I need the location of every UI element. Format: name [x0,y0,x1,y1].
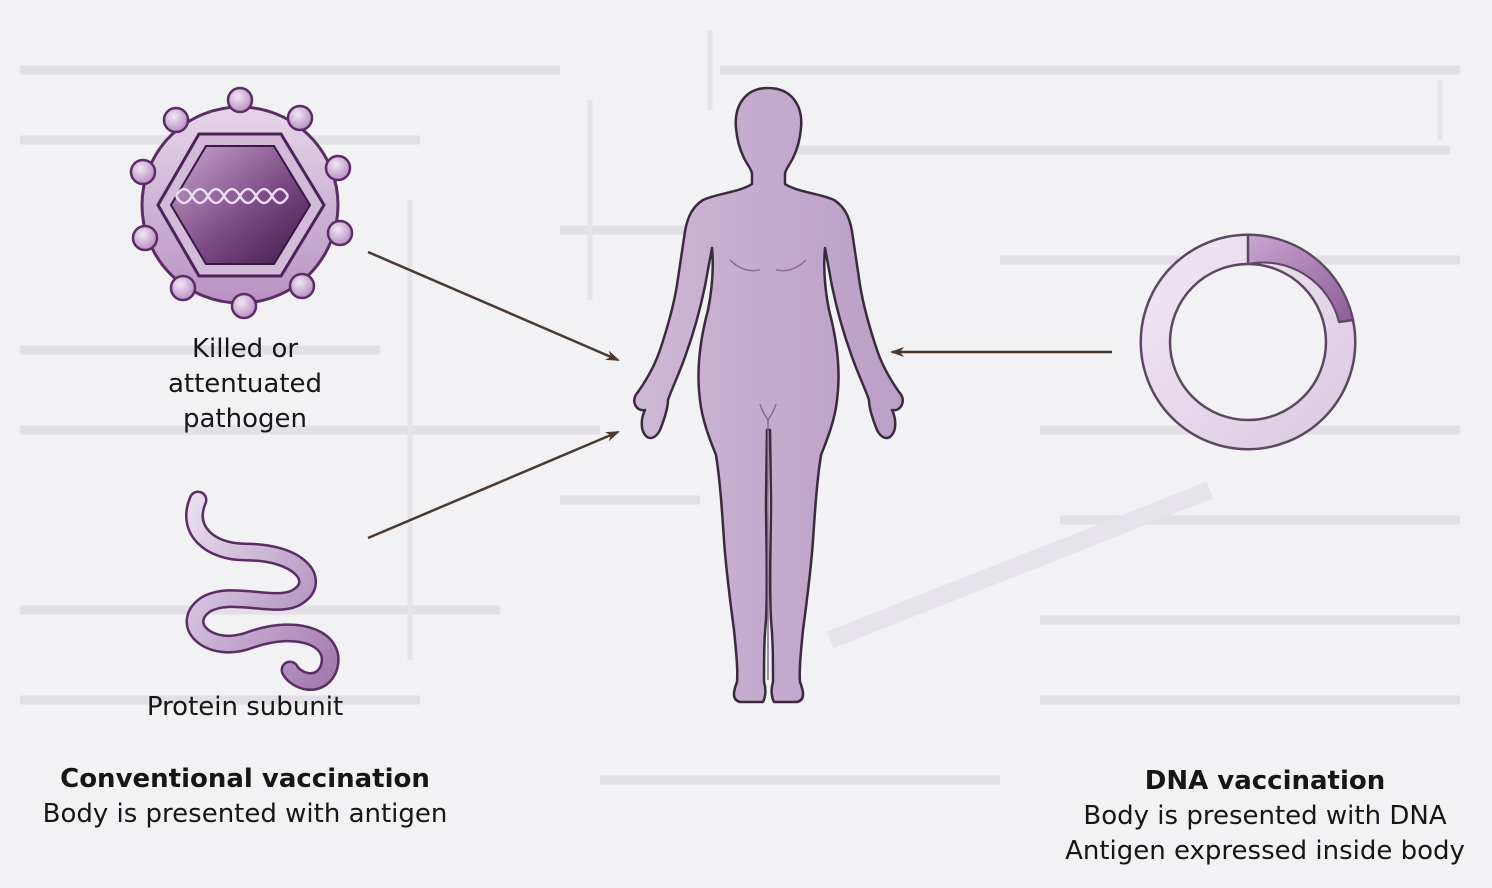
conventional-vaccination-caption: Conventional vaccination Body is present… [10,762,480,832]
conventional-vaccination-subtitle: Body is presented with antigen [10,797,480,832]
pathogen-label-line-3: pathogen [140,402,350,437]
plasmid-dna-icon [1141,235,1355,449]
conventional-vaccination-title: Conventional vaccination [10,762,480,797]
pathogen-label-line-1: Killed or [140,332,350,367]
protein-subunit-icon [195,500,331,682]
protein-subunit-label: Protein subunit [100,690,390,725]
pathogen-virus-icon [131,88,352,318]
human-body-icon [634,88,902,702]
pathogen-label-line-2: attentuated [140,367,350,402]
dna-vaccination-line-1: Body is presented with DNA [1045,799,1485,834]
pathogen-label: Killed or attentuated pathogen [140,332,350,437]
arrow-protein-to-body [368,432,618,538]
dna-vaccination-title: DNA vaccination [1045,764,1485,799]
dna-vaccination-caption: DNA vaccination Body is presented with D… [1045,764,1485,869]
dna-vaccination-line-2: Antigen expressed inside body [1045,834,1485,869]
arrow-pathogen-to-body [368,252,618,360]
